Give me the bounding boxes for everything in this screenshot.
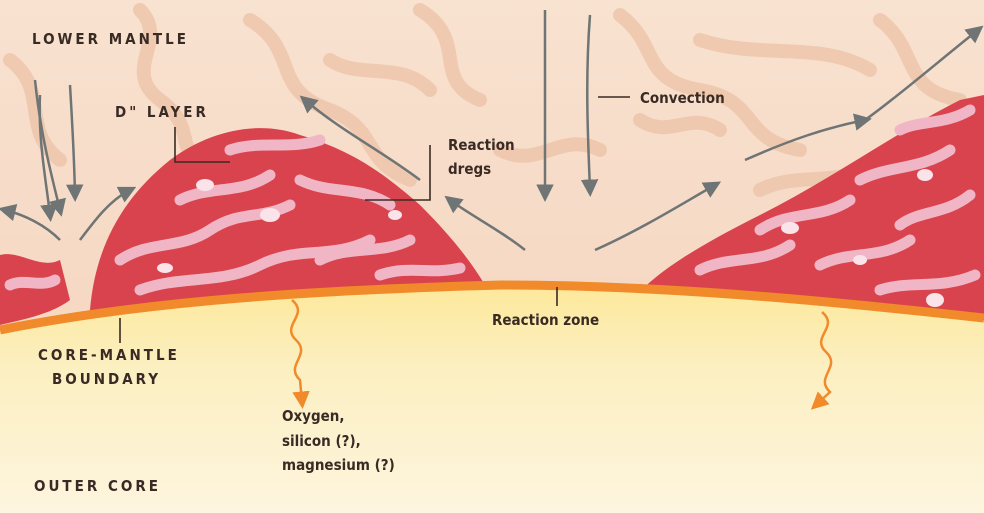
cmb-label-line1: CORE-MANTLE <box>38 346 180 364</box>
elements-label-line2: silicon (?), <box>282 432 361 450</box>
convection-arrows <box>0 9 984 252</box>
dregs-leader <box>365 145 431 201</box>
reaction-dregs-label-line2: dregs <box>448 160 491 178</box>
arrow-far-right <box>864 25 984 122</box>
arrow-right-rise <box>744 113 872 162</box>
arrow-dregs-up <box>444 195 526 251</box>
cmb-label-line2: BOUNDARY <box>52 370 161 388</box>
wavy-arrow-left <box>289 299 310 409</box>
arrow-up-dlayer <box>299 95 421 182</box>
arrow-spread-right <box>79 186 137 241</box>
d-layer-highlights <box>157 169 944 307</box>
convection-label: Convection <box>640 89 725 107</box>
d-layer-swirls <box>4 104 981 296</box>
elements-label-line1: Oxygen, <box>282 407 345 425</box>
leader-lines <box>119 96 630 343</box>
arrow-down-center-2 <box>580 14 599 197</box>
reaction-zone-label: Reaction zone <box>492 311 599 329</box>
arrow-down-left-3 <box>38 94 58 222</box>
lower-mantle-label: LOWER MANTLE <box>32 30 189 48</box>
core-mantle-boundary-line <box>0 280 984 335</box>
arrow-spread-center <box>594 181 722 252</box>
d-layer-label: D" LAYER <box>115 103 209 121</box>
arrow-down-left-1 <box>33 79 66 217</box>
d-layer-leader <box>174 127 230 163</box>
arrow-down-left-2 <box>66 84 84 202</box>
elements-label-line3: magnesium (?) <box>282 456 395 474</box>
reaction-dregs-label-line1: Reaction <box>448 136 515 154</box>
outer-core-region <box>0 285 984 513</box>
arrow-spread-left <box>0 204 61 241</box>
outer-core-label: OUTER CORE <box>34 477 161 495</box>
wavy-arrow-right <box>810 311 833 410</box>
released-elements-arrows <box>289 299 833 410</box>
